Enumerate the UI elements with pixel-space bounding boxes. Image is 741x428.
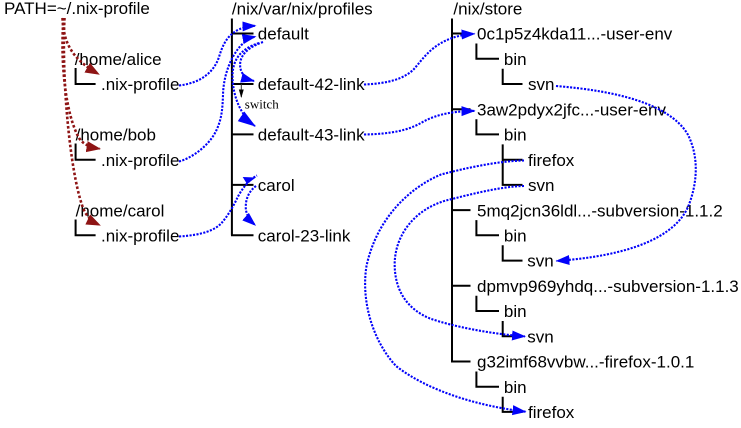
svg-text:0c1p5z4kda11...-user-env: 0c1p5z4kda11...-user-env — [477, 25, 673, 44]
svg-text:g32imf68vvbw...-firefox-1.0.1: g32imf68vvbw...-firefox-1.0.1 — [477, 353, 694, 372]
svg-text:svn: svn — [528, 176, 554, 195]
svg-text:svn: svn — [528, 75, 554, 94]
svg-text:bin: bin — [504, 302, 527, 321]
svg-text:svn: svn — [527, 327, 553, 346]
svg-text:/nix/store: /nix/store — [453, 0, 522, 19]
svg-text:bin: bin — [504, 126, 527, 145]
svg-text:svn: svn — [527, 252, 553, 271]
svg-text:default-42-link: default-42-link — [258, 75, 365, 94]
svg-text:/home/bob: /home/bob — [76, 126, 156, 145]
svg-text:firefox: firefox — [528, 403, 575, 422]
svg-text:3aw2pdyx2jfc...-user-env: 3aw2pdyx2jfc...-user-env — [477, 100, 666, 119]
svg-text:bin: bin — [504, 378, 527, 397]
svg-text:default-43-link: default-43-link — [258, 126, 365, 145]
svg-text:carol-23-link: carol-23-link — [258, 226, 351, 245]
svg-text:.nix-profile: .nix-profile — [101, 226, 179, 245]
svg-text:dpmvp969yhdq...-subversion-1.1: dpmvp969yhdq...-subversion-1.1.3 — [477, 277, 739, 296]
svg-text:PATH=~/.nix-profile: PATH=~/.nix-profile — [4, 0, 150, 18]
svg-text:.nix-profile: .nix-profile — [101, 75, 179, 94]
svg-text:firefox: firefox — [528, 151, 575, 170]
svg-text:carol: carol — [258, 176, 295, 195]
svg-text:bin: bin — [504, 50, 527, 69]
svg-text:5mq2jcn36ldl...-subversion-1.1: 5mq2jcn36ldl...-subversion-1.1.2 — [477, 201, 723, 220]
svg-text:default: default — [258, 25, 309, 44]
svg-text:.nix-profile: .nix-profile — [101, 151, 179, 170]
svg-text:bin: bin — [504, 226, 527, 245]
svg-text:/nix/var/nix/profiles: /nix/var/nix/profiles — [232, 0, 373, 19]
svg-text:switch: switch — [245, 97, 279, 112]
